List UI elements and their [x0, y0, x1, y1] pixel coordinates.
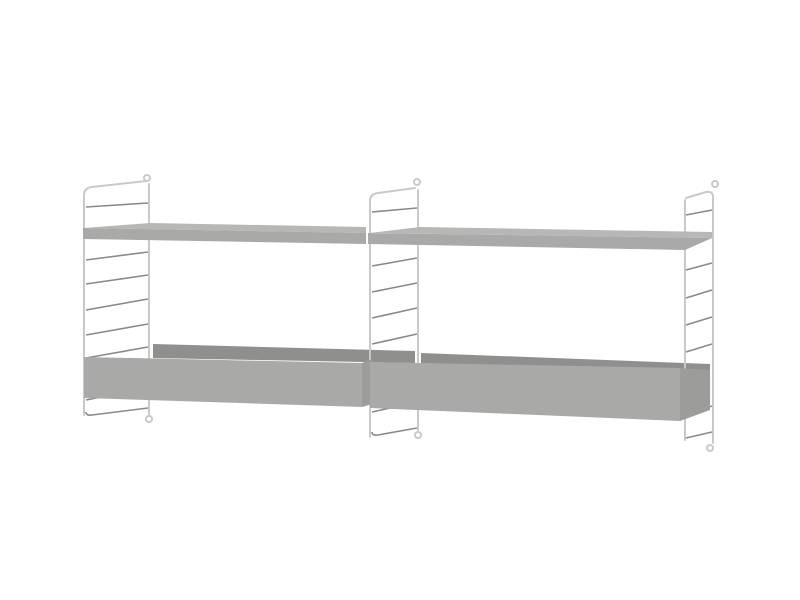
- shelf-top-left: [83, 223, 366, 244]
- tray-right: [370, 362, 710, 421]
- shelf-top-right: [368, 227, 712, 250]
- tray-left: [84, 357, 372, 407]
- tray-left-back-wall: [153, 344, 415, 363]
